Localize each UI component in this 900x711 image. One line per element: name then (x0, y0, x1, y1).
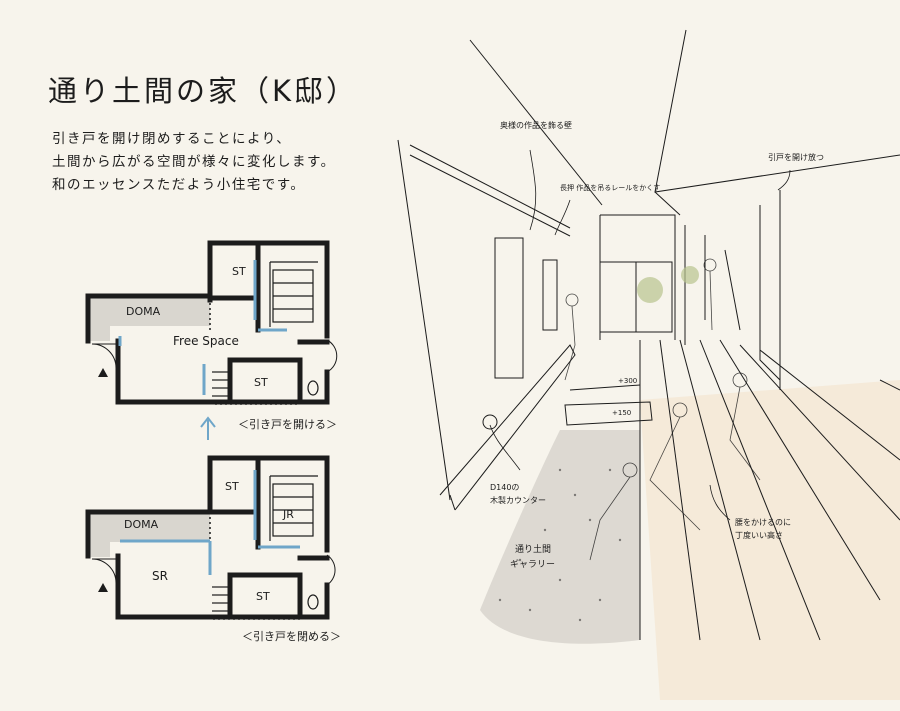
description-line: 和のエッセンスただよう小住宅です。 (52, 177, 306, 193)
room-label-sr: SR (152, 569, 168, 583)
room-label-jr: JR (282, 508, 294, 521)
floor-plan-closed: ST JR DOMA SR ST ＜引き戸を閉める＞ (85, 455, 341, 643)
room-label-st: ST (232, 265, 246, 278)
gravel-dots (498, 468, 622, 622)
description: 引き戸を開け閉めすることにより、 土間から広がる空間が様々に変化します。 和のエ… (52, 128, 336, 197)
room-label-st: ST (256, 590, 270, 603)
dim-150: +150 (612, 409, 631, 417)
doma-area (88, 512, 110, 557)
floor-plans: ST DOMA Free Space ST ＜引き戸を開ける＞ (85, 240, 341, 643)
page-title: 通り土間の家（K邸） (48, 74, 359, 108)
stool-icon (482, 414, 498, 430)
doma-area (88, 296, 110, 341)
floor-plan-open: ST DOMA Free Space ST ＜引き戸を開ける＞ (85, 240, 338, 431)
garden-tree (637, 266, 699, 303)
plan-caption: ＜引き戸を閉める＞ (242, 629, 341, 643)
description-line: 土間から広がる空間が様々に変化します。 (52, 154, 336, 170)
note-counter: 木製カウンター (490, 495, 546, 505)
note-sitting-height: 腰をかけるのに (735, 518, 791, 527)
toilet-icon (307, 594, 319, 610)
entrance-marker-icon (98, 583, 108, 592)
doma-gravel (480, 430, 640, 644)
room-label-st: ST (225, 480, 239, 493)
room-label-doma: DOMA (124, 518, 159, 531)
dim-300: +300 (618, 377, 637, 385)
note-counter: D140の (490, 483, 519, 492)
plan-caption: ＜引き戸を開ける＞ (238, 417, 337, 431)
room-label-doma: DOMA (126, 305, 161, 318)
note-doma-gallery: ギャラリー (510, 559, 555, 570)
note-sitting-height: 丁度いい高さ (735, 530, 783, 540)
note-gallery-wall: 奥様の作品を飾る壁 (500, 120, 572, 130)
note-rail: 長押 作品を吊るレールをかくす (560, 183, 660, 192)
perspective-sketch: 奥様の作品を飾る壁 長押 作品を吊るレールをかくす 引戸を開け放つ +300 +… (397, 29, 900, 700)
floor-wash (640, 380, 900, 700)
toilet-icon (307, 380, 319, 396)
entrance-marker-icon (98, 368, 108, 377)
room-label-st: ST (254, 376, 268, 389)
human-figures (564, 258, 761, 561)
note-sliding-door: 引戸を開け放つ (768, 152, 824, 162)
description-line: 引き戸を開け閉めすることにより、 (52, 131, 292, 147)
room-label-free-space: Free Space (173, 334, 239, 348)
note-doma-gallery: 通り土間 (515, 543, 551, 555)
transition-arrow-icon (200, 416, 216, 440)
sketch-lines (397, 29, 900, 641)
